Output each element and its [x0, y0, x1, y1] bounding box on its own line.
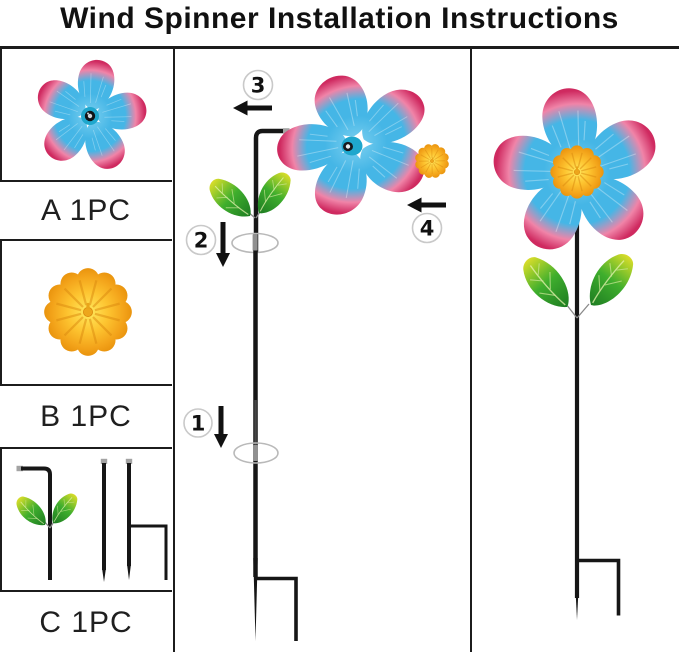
step-1-marker: 1	[183, 408, 213, 438]
part-b-flower-center-icon	[43, 267, 133, 357]
step-3-left-arrow-icon	[233, 100, 272, 116]
step-4-left-arrow-icon	[407, 197, 446, 213]
step-2-down-arrow-icon	[216, 222, 230, 267]
assembled-pole	[574, 200, 621, 620]
parts-column-illustrations	[11, 49, 168, 582]
upper-connector-ring	[231, 232, 279, 254]
part-b-label-text: B 1PC	[40, 399, 132, 433]
part-a-label-text: A 1PC	[40, 193, 132, 227]
step-1-number: 1	[191, 412, 206, 436]
step-3-number: 3	[251, 74, 266, 98]
ground-stake	[253, 558, 298, 641]
lower-connector-ring	[233, 442, 279, 464]
top-rule	[0, 46, 679, 49]
left-border	[0, 47, 2, 652]
step-3-marker: 3	[242, 69, 274, 101]
assembled-product-panel	[477, 75, 677, 620]
step-2-number: 2	[194, 229, 209, 253]
pinwheel-blade-side-view	[252, 48, 460, 240]
part-c-label: C 1PC	[0, 590, 172, 652]
part-a-label: A 1PC	[0, 180, 172, 241]
step-1-down-arrow-icon	[214, 406, 228, 448]
page-title: Wind Spinner Installation Instructions	[60, 2, 619, 35]
step-2-marker: 2	[185, 224, 217, 256]
assembled-leaves	[514, 246, 642, 319]
pole-leaves	[202, 166, 298, 227]
divider-middle-right	[470, 47, 472, 652]
part-a-pinwheel-icon	[21, 49, 159, 183]
part-b-label: B 1PC	[0, 384, 172, 449]
step-4-marker: 4	[411, 212, 443, 244]
main-pole	[253, 250, 258, 577]
assembly-steps-panel: 3 2	[183, 48, 460, 641]
step-4-number: 4	[420, 217, 435, 241]
top-hook-rod	[253, 128, 290, 252]
part-c-label-text: C 1PC	[39, 606, 133, 639]
part-c-stakes-icon	[11, 458, 168, 582]
divider-left-middle	[173, 47, 175, 652]
